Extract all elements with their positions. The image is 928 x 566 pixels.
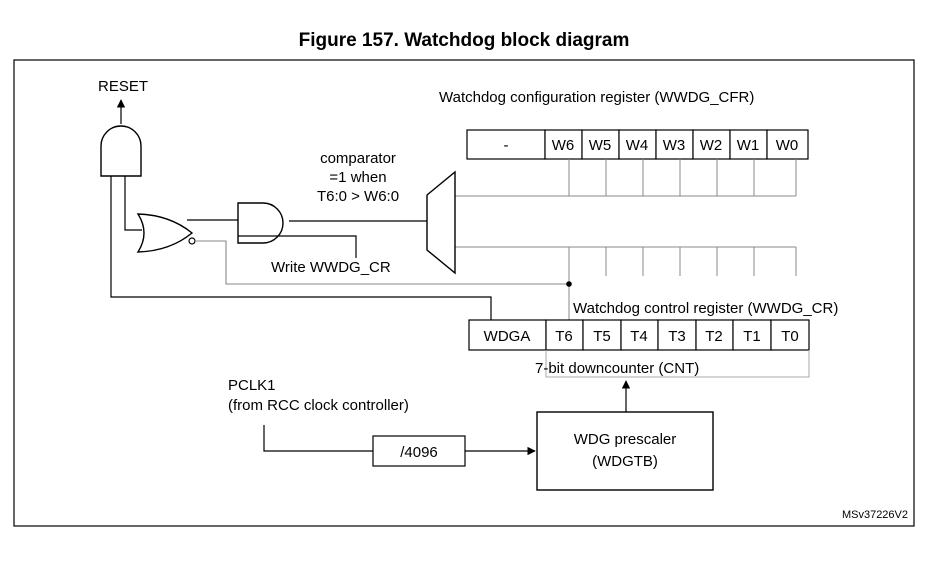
cr-cell-t1	[732, 319, 772, 351]
document-id: MSv37226V2	[842, 509, 908, 521]
reset-label: RESET	[98, 78, 148, 95]
cfr-cell-w2	[692, 129, 731, 160]
cfr-bit-w3: W3	[663, 137, 686, 154]
reset-and-gate	[100, 125, 142, 177]
cr-cell-t5	[582, 319, 622, 351]
pclk1-source-label: (from RCC clock controller)	[228, 397, 409, 414]
cr-bit-t6: T6	[555, 328, 573, 345]
pclk1-wire	[263, 425, 373, 452]
cr-bit-t3: T3	[668, 328, 686, 345]
comparator-text-1: comparator	[320, 150, 396, 167]
cfr-bit-w2: W2	[700, 137, 723, 154]
cr-bit-t0: T0	[781, 328, 799, 345]
cr-cell-t6	[545, 319, 584, 351]
cfr-bit-w1: W1	[737, 137, 760, 154]
or-gate-invert-bubble	[188, 237, 196, 245]
cfr-cell-w6	[544, 129, 583, 160]
comparator-text-2: =1 when	[329, 169, 386, 186]
divider-label: /4096	[400, 444, 438, 461]
prescaler-sublabel: (WDGTB)	[592, 453, 658, 470]
cr-bit-t2: T2	[705, 328, 723, 345]
cr-cell-t2	[695, 319, 734, 351]
compare-and-gate	[237, 202, 284, 244]
prescaler-block	[536, 411, 714, 491]
cr-bit-t4: T4	[630, 328, 648, 345]
cr-register: WDGA T6 T5 T4 T3 T2 T1 T0	[468, 319, 810, 351]
cr-bit-t1: T1	[743, 328, 761, 345]
cfr-register: - W6 W5 W4 W3 W2 W1 W0	[466, 129, 809, 160]
comparator-text-3: T6:0 > W6:0	[317, 188, 399, 205]
counter-bracket	[545, 350, 810, 378]
or-output-wire	[124, 176, 142, 231]
t6-feedback-wire	[195, 240, 569, 285]
cr-cell-t0	[770, 319, 810, 351]
cfr-bit-w4: W4	[626, 137, 649, 154]
cfr-register-label: Watchdog configuration register (WWDG_CF…	[439, 89, 754, 106]
write-input-wire	[238, 235, 357, 258]
counter-label: 7-bit downcounter (CNT)	[535, 360, 699, 377]
cfr-bit-lines	[455, 159, 797, 197]
pclk1-label: PCLK1	[228, 377, 276, 394]
cfr-bit-w6: W6	[552, 137, 575, 154]
figure-title: Figure 157. Watchdog block diagram	[298, 30, 630, 51]
cfr-cell-reserved	[466, 129, 546, 160]
cr-cell-t3	[657, 319, 697, 351]
cr-register-label: Watchdog control register (WWDG_CR)	[573, 300, 838, 317]
divider-block	[372, 435, 466, 467]
diagram-frame	[13, 59, 915, 527]
cr-bit-t5: T5	[593, 328, 611, 345]
cfr-cell-w5	[581, 129, 620, 160]
comparator-block	[426, 170, 456, 275]
cfr-bit-reserved: -	[504, 137, 509, 154]
wdga-wire	[110, 176, 492, 320]
prescaler-label: WDG prescaler	[574, 431, 677, 448]
cfr-bit-w5: W5	[589, 137, 612, 154]
or-gate	[136, 213, 194, 253]
t6-junction-dot	[566, 281, 572, 287]
write-wwdg-cr-label: Write WWDG_CR	[271, 259, 391, 276]
cfr-bit-w0: W0	[776, 137, 799, 154]
cfr-cell-w4	[618, 129, 657, 160]
cr-bit-wdga: WDGA	[484, 328, 531, 345]
cfr-cell-w0	[766, 129, 809, 160]
cr-cell-t4	[620, 319, 659, 351]
